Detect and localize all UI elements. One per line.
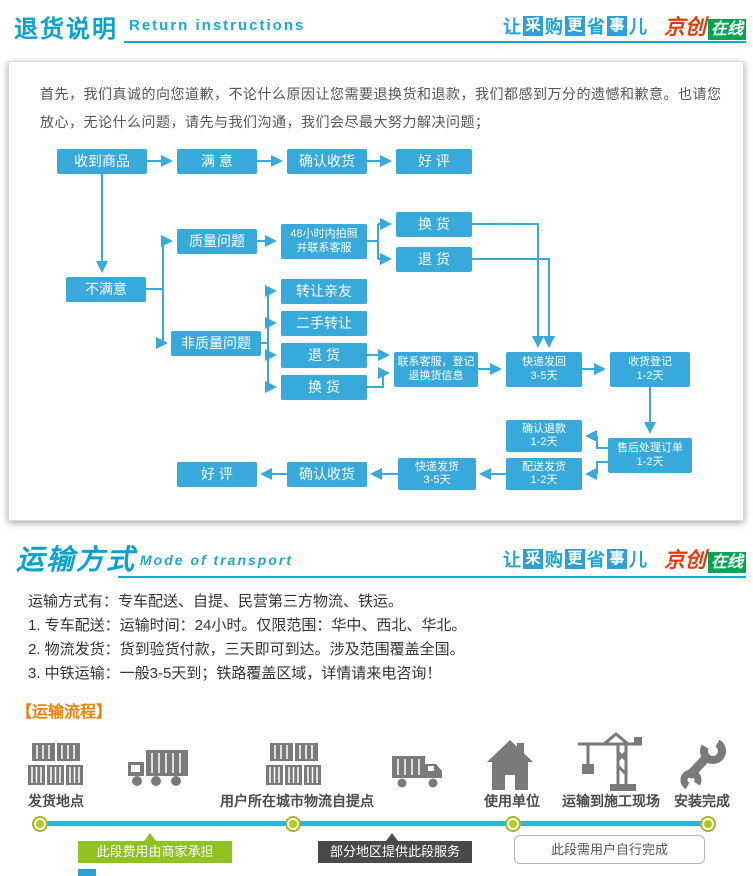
flow-node-receipt-register: 收货登记 1-2天 [610,352,690,387]
house-icon [487,738,533,797]
slogan-char-boxed: 采 [523,549,543,569]
flow-node-confirm-refund: 确认退款 1-2天 [506,420,582,452]
pointer-triangle [386,833,398,841]
flow-node-return: 退 货 [396,247,472,272]
slogan-char: 儿 [629,550,647,570]
slogan-char: 让 [503,17,521,37]
slogan-char: 省 [587,17,605,37]
delivery-truck-icon [392,752,444,795]
slogan-char-boxed: 事 [607,16,627,36]
flow-node-good-review: 好 评 [396,149,472,174]
return-section-title: 退货说明 [14,16,118,43]
flow-node-unsatisfied: 不满意 [66,277,146,302]
slogan-char: 购 [545,17,563,37]
flow-node-second-hand: 二手转让 [281,311,367,336]
flow-node-courier-send: 快递发货 3-5天 [398,458,476,490]
transport-section-title: 运输方式 [16,544,137,575]
step-label-origin: 发货地点 [28,793,84,809]
return-intro-line2: 放心，无论什么问题，请先与我们沟通，我们会尽最大努力解决问题； [40,114,490,130]
slogan-char: 儿 [629,17,647,37]
flow-node-courier-back: 快递发回 3-5天 [506,352,582,387]
transport-process-title: 【运输流程】 [16,704,113,721]
slogan-char-boxed: 更 [565,16,585,36]
step-label-pickup-point: 用户所在城市物流自提点 [220,793,374,809]
slogan-char-boxed: 采 [523,16,543,36]
flow-node-received-goods: 收到商品 [57,149,147,174]
progress-dot [287,818,299,830]
header-underline [118,576,746,578]
flow-node-confirm-receipt: 确认收货 [287,149,367,174]
tag-merchant-cost: 此段费用由商家承担 [78,841,232,863]
brand-logo-right: 在线 [708,552,747,573]
progress-dot [702,818,714,830]
progress-dot [34,818,46,830]
progress-dot [507,818,519,830]
return-section-subtitle: Return instructions [129,17,306,34]
flow-node-exchange: 换 货 [396,212,472,237]
return-intro-line1: 首先，我们真诚的向您道歉，不论什么原因让您需要退换货和退款，我们都感到万分的遗憾… [40,86,722,102]
transport-section-subtitle: Mode of transport [140,552,293,568]
flow-node-dispatch: 配送发货 1-2天 [506,458,582,490]
step-label-construction-site: 运输到施工现场 [562,793,660,809]
brand-logo: 京创在线 [664,11,747,41]
transport-line: 3. 中铁运输：一般3-5天到；铁路覆盖区域，详情请来电咨询！ [28,665,442,682]
flow-node-return-mid: 退 货 [281,343,367,368]
brand-slogan: 让 采 购 更 省 事 儿 [502,13,648,39]
slogan-char: 让 [503,550,521,570]
transport-line: 运输方式有：专车配送、自提、民营第三方物流、铁运。 [28,593,404,610]
flowchart-connectors [96,155,656,480]
brand-logo: 京创在线 [664,544,747,574]
brand-logo-left: 京创 [664,549,706,572]
crane-icon [576,732,644,799]
progress-track [40,821,712,826]
flow-node-satisfied: 满 意 [177,149,257,174]
flow-node-after-sale-order: 售后处理订单 1-2天 [608,438,692,473]
brand-slogan: 让 采 购 更 省 事 儿 [502,546,648,572]
flow-node-good-review-bottom: 好 评 [177,462,257,487]
flow-node-transfer-friends: 转让亲友 [281,279,367,304]
brand-logo-right: 在线 [708,19,747,40]
flow-node-exchange-mid: 换 货 [281,375,367,400]
truck-icon [126,745,190,794]
flow-node-confirm-receipt-bottom: 确认收货 [287,462,367,487]
flow-node-contact-service: 联系客服，登记 退换货信息 [394,352,478,387]
transport-line: 1. 专车配送：运输时间：24小时。仅限范围：华中、西北、华北。 [28,617,467,634]
pointer-triangle [144,833,156,841]
containers-icon [266,741,322,792]
flow-node-non-quality-issue: 非质量问题 [171,331,261,356]
brand-logo-left: 京创 [664,16,706,39]
slogan-char-boxed: 事 [607,549,627,569]
cutoff-fragment [78,869,96,876]
transport-line: 2. 物流发货：货到验货付款，三天即可到达。涉及范围覆盖全国。 [28,641,465,658]
tag-partial-service: 部分地区提供此段服务 [318,841,472,863]
slogan-char-boxed: 更 [565,549,585,569]
containers-icon [28,741,84,792]
step-label-user-unit: 使用单位 [484,793,540,809]
flow-node-photo-48h: 48小时内拍照 并联系客服 [281,224,367,259]
slogan-char: 购 [545,550,563,570]
header-underline [124,41,746,43]
slogan-char: 省 [587,550,605,570]
flow-node-quality-issue: 质量问题 [177,229,257,254]
wrench-icon [680,737,728,800]
tag-user-self: 此段需用户自行完成 [514,835,705,864]
step-label-install-done: 安装完成 [674,793,730,809]
